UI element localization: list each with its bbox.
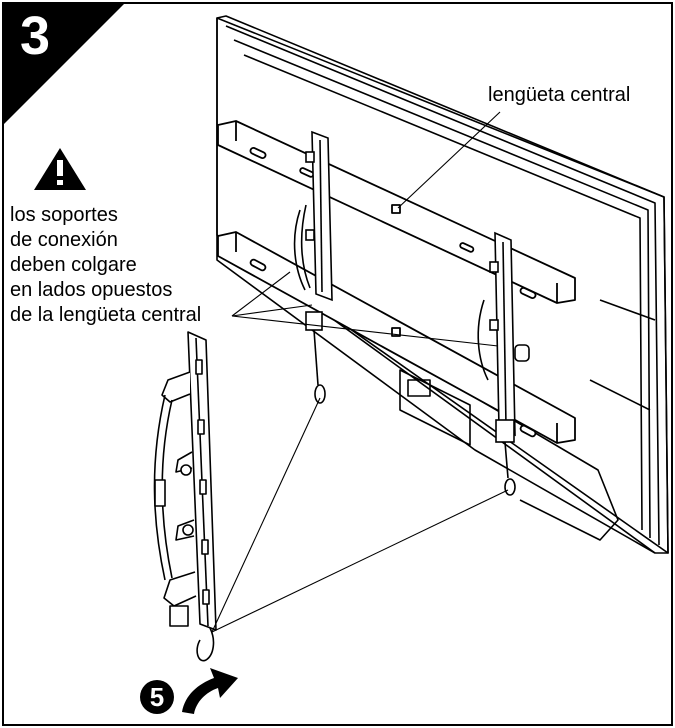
step-corner	[3, 3, 125, 125]
substep-badge: 5	[140, 680, 174, 714]
guide-lines	[211, 111, 509, 633]
warning-triangle-icon	[34, 148, 86, 190]
warning-line: los soportes	[10, 204, 118, 226]
loose-bracket	[153, 331, 217, 662]
warning-line: de la lengüeta central	[10, 304, 202, 326]
center-tab-label: lengüeta central	[488, 84, 631, 106]
curved-arrow-icon	[182, 668, 238, 714]
tv-bracket-left	[293, 130, 333, 404]
tv-bracket-right	[477, 231, 530, 496]
wall-plate	[217, 120, 576, 444]
warning-text: los soportes de conexión deben colgare e…	[10, 203, 240, 328]
warning-line: deben colgare	[10, 254, 137, 276]
warning-line: en lados opuestos	[10, 279, 173, 301]
warning-line: de conexión	[10, 229, 118, 251]
step-number: 3	[20, 6, 51, 66]
